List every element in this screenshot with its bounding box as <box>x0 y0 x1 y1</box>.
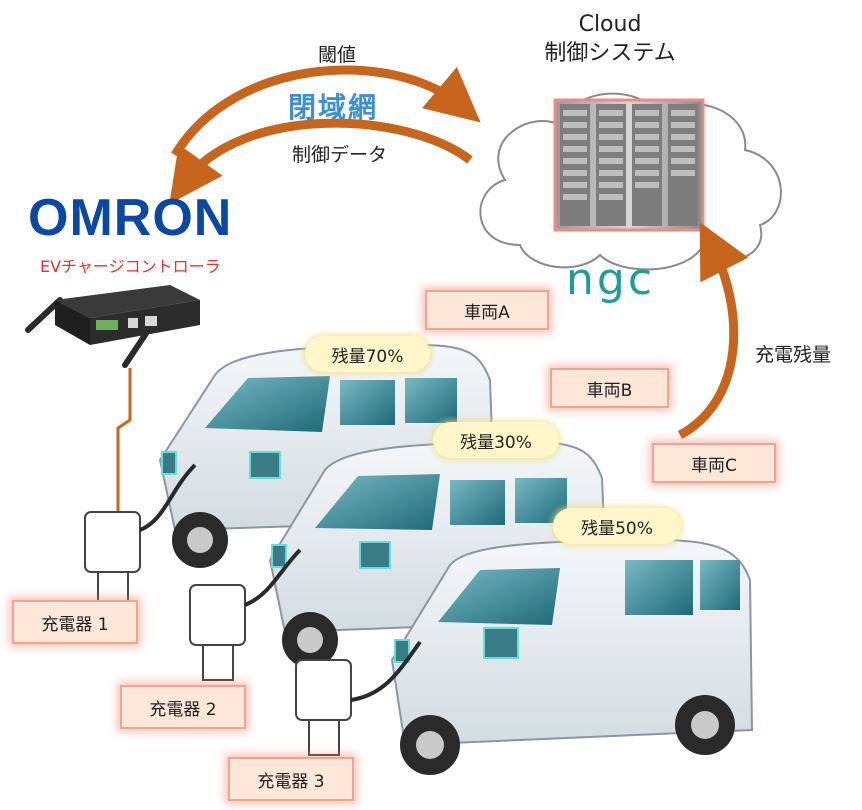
threshold-arrow <box>171 65 481 158</box>
ngc-logo: ngc <box>566 254 656 305</box>
cloud-title-line1: Cloud <box>578 12 642 37</box>
charger-3-unit <box>295 640 422 756</box>
remaining-charge-label: 充電残量 <box>755 344 832 366</box>
vehicle-tag-b: 車両B <box>550 368 669 408</box>
charger-tag-1: 充電器 1 <box>12 600 138 644</box>
charger-1-unit <box>84 463 197 603</box>
ev-charge-controller-device <box>25 285 200 368</box>
vehicle-tag-a: 車両A <box>425 290 549 330</box>
charger-tag-2: 充電器 2 <box>120 685 246 729</box>
van-c <box>390 538 754 775</box>
control-data-arrow <box>169 118 473 204</box>
closed-network-label: 閉域網 <box>288 91 379 124</box>
control-data-label: 制御データ <box>292 144 388 166</box>
threshold-label: 閾値 <box>318 44 357 66</box>
charger-tag-3: 充電器 3 <box>228 757 354 801</box>
cloud-system-title: Cloud 制御システム <box>540 10 680 68</box>
battery-bubble-a: 残量70% <box>305 336 430 372</box>
battery-bubble-b: 残量30% <box>433 422 559 458</box>
remaining-charge-arrow <box>677 221 749 439</box>
omron-logo: OMRON <box>28 189 233 247</box>
cloud-title-line2: 制御システム <box>544 41 676 66</box>
charger-2-unit <box>189 548 302 681</box>
server-rack-icon <box>553 98 705 232</box>
ev-charge-controller-label: EVチャージコントローラ <box>40 257 221 276</box>
vehicle-tag-c: 車両C <box>652 443 776 483</box>
battery-bubble-c: 残量50% <box>553 508 681 544</box>
controller-link-line <box>116 368 132 515</box>
